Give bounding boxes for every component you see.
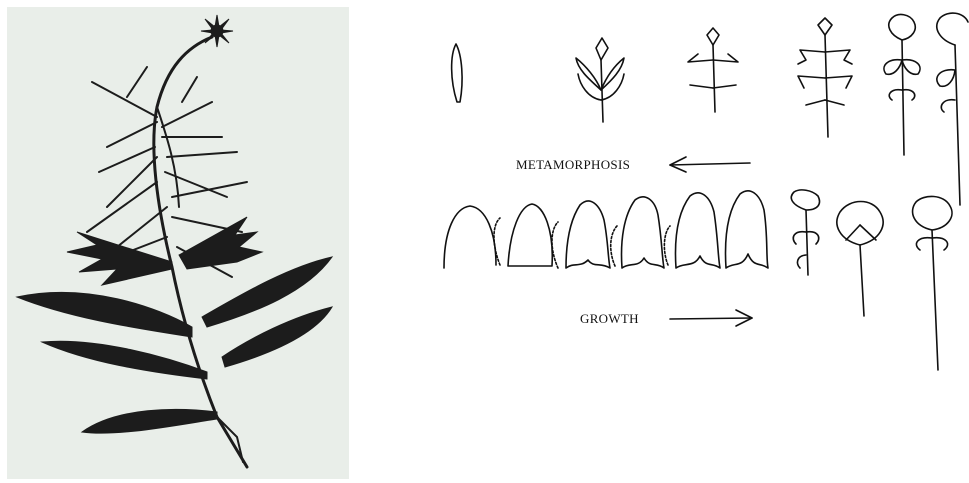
leaf-bottom-1 bbox=[444, 206, 496, 268]
plant-silhouette bbox=[7, 7, 349, 479]
leaf-bottom-2 bbox=[494, 204, 552, 266]
flower-head bbox=[201, 15, 233, 47]
metamorphosis-arrow bbox=[670, 157, 750, 172]
leaf-bottom-6 bbox=[726, 191, 768, 268]
leaf-top-6 bbox=[937, 13, 968, 205]
leaf-top-3 bbox=[688, 28, 738, 112]
leaf-lower-left bbox=[17, 292, 192, 337]
growth-arrow bbox=[670, 310, 752, 326]
leaf-bottom-left bbox=[82, 409, 217, 433]
leaf-base-left bbox=[42, 341, 207, 379]
leaf-bottom-4 bbox=[611, 197, 664, 268]
leaf-top-2 bbox=[576, 38, 624, 122]
leaf-series-diagram: METAMORPHOSIS GROWTH bbox=[420, 0, 969, 483]
leaf-bottom-7 bbox=[791, 190, 819, 275]
leaf-top-5 bbox=[884, 15, 920, 155]
leaf-bottom-8 bbox=[837, 202, 883, 317]
herbarium-specimen-photo bbox=[7, 7, 349, 479]
leaf-bottom-9 bbox=[913, 196, 952, 370]
leaf-mid-right bbox=[179, 217, 262, 269]
metamorphosis-label: METAMORPHOSIS bbox=[516, 157, 630, 173]
growth-label: GROWTH bbox=[580, 311, 639, 327]
leaf-top-4 bbox=[798, 18, 852, 137]
leaf-bottom-3 bbox=[552, 201, 610, 268]
leaf-top-1 bbox=[452, 44, 462, 102]
leaf-bottom-5 bbox=[664, 193, 720, 268]
leaf-mid-left bbox=[67, 232, 172, 285]
leaf-drawings bbox=[420, 0, 969, 483]
